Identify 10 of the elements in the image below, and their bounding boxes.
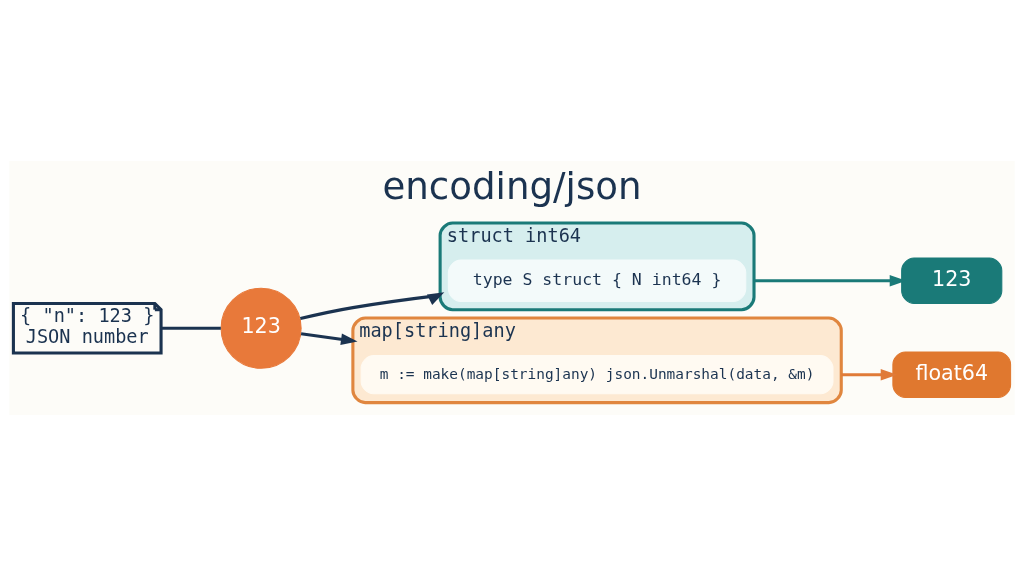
connector [161, 326, 221, 330]
node-box: 123 [901, 257, 1003, 304]
node-box: type S struct { N int64 } [447, 259, 747, 302]
node-box: float64 [892, 351, 1012, 398]
node-box: m := make(map[string]any) json.Unmarshal(data, &m) [360, 355, 834, 395]
arrow [300, 332, 358, 345]
diagram-title: encoding/json [382, 164, 642, 208]
node-circle: 123 [220, 287, 302, 369]
arrow [841, 368, 898, 381]
arrow [300, 292, 445, 321]
